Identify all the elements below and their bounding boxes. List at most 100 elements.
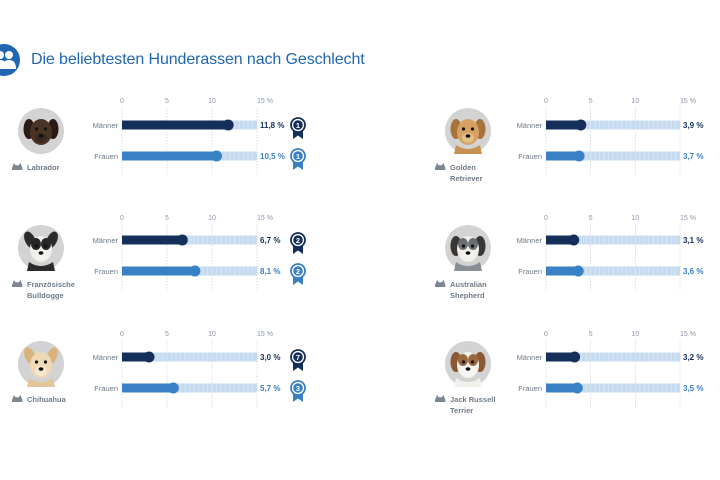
- women-bar: [122, 266, 195, 276]
- tick-label: 5: [589, 331, 593, 338]
- men-bar: [122, 120, 229, 130]
- dog-body: [454, 378, 482, 387]
- men-rank-core: [293, 120, 303, 130]
- men-rank-number: 2: [296, 236, 300, 245]
- dog-nose: [38, 251, 44, 255]
- tick-label: 0: [544, 331, 548, 338]
- breed-label: Chihuahua: [12, 395, 67, 404]
- dog-glyph: [12, 280, 23, 287]
- dog-muzzle: [462, 133, 474, 143]
- women-bar-end: [572, 265, 584, 277]
- men-value: 3,1 %: [683, 236, 703, 245]
- women-bar: [546, 383, 578, 393]
- women-value: 5,7 %: [260, 384, 280, 393]
- tick-label: 15 %: [680, 98, 696, 105]
- tick-label: 10: [208, 215, 216, 222]
- women-label: Frauen: [518, 267, 542, 276]
- tick-label: 10: [631, 215, 639, 222]
- dog-nose: [465, 251, 471, 255]
- men-bar: [546, 352, 575, 362]
- page-title: Die beliebtesten Hunderassen nach Geschl…: [31, 51, 365, 68]
- australian-shepherd-icon: [445, 225, 491, 271]
- dog-muzzle: [35, 366, 47, 376]
- dog-eye: [461, 244, 466, 248]
- men-label: Männer: [517, 121, 543, 130]
- women-value: 3,5 %: [683, 384, 703, 393]
- tick-label: 5: [165, 98, 169, 105]
- women-bar-end: [211, 150, 222, 162]
- tick-label: 5: [165, 331, 169, 338]
- dog-eye: [43, 244, 48, 248]
- men-rank-core: [293, 235, 303, 245]
- men-value: 11,8 %: [260, 121, 284, 130]
- dog-muzzle: [462, 366, 474, 376]
- men-rank-number: 7: [296, 353, 300, 362]
- dog-patch: [458, 238, 468, 250]
- dog-nose: [465, 367, 471, 371]
- tick-label: 10: [208, 98, 216, 105]
- dog-eye: [461, 360, 466, 364]
- women-value: 3,6 %: [683, 267, 703, 276]
- french-bulldog-icon: [18, 225, 64, 271]
- women-bar: [546, 266, 579, 276]
- men-bar-end: [568, 234, 580, 246]
- dog-glyph: [12, 163, 23, 170]
- women-label: Frauen: [94, 152, 118, 161]
- breed-name-line: Australian: [450, 280, 487, 289]
- men-bar: [122, 352, 149, 362]
- men-bar: [546, 120, 581, 130]
- men-label: Männer: [93, 121, 119, 130]
- tick-label: 0: [120, 215, 124, 222]
- women-rank-core: [293, 266, 303, 276]
- tick-label: 15 %: [257, 215, 273, 222]
- dog-body: [27, 378, 55, 387]
- breed-name-line: Jack Russell: [450, 395, 495, 404]
- men-value: 3,2 %: [683, 353, 703, 362]
- dog-eye: [470, 127, 475, 131]
- dog-body: [454, 262, 482, 271]
- men-value: 6,7 %: [260, 236, 280, 245]
- tick-label: 15 %: [680, 215, 696, 222]
- dog-nose: [38, 367, 44, 371]
- dog-patch: [31, 238, 41, 250]
- dog-body: [27, 262, 55, 271]
- women-bar: [122, 383, 174, 393]
- dog-patch: [41, 238, 51, 250]
- men-rank-core: [293, 352, 303, 362]
- tick-label: 10: [208, 331, 216, 338]
- dog-glyph: [12, 395, 23, 402]
- men-label: Männer: [93, 236, 119, 245]
- breed-label: Labrador: [12, 163, 60, 172]
- women-bar: [122, 151, 217, 161]
- dog-glyph: [435, 395, 446, 402]
- dog-nose: [465, 134, 471, 138]
- breed-name-line: Terrier: [450, 406, 473, 415]
- dog-nose: [38, 134, 44, 138]
- men-bar-end: [176, 234, 188, 246]
- breed-name-line: Bulldogge: [27, 291, 64, 300]
- women-label: Frauen: [94, 384, 118, 393]
- men-bar-end: [143, 351, 155, 363]
- dog-muzzle: [462, 250, 474, 260]
- women-rank-number: 2: [296, 267, 300, 276]
- women-value: 3,7 %: [683, 152, 703, 161]
- men-label: Männer: [517, 353, 543, 362]
- men-bar-end: [575, 119, 587, 131]
- men-bar-end: [222, 119, 234, 131]
- women-value: 8,1 %: [260, 267, 280, 276]
- jack-russell-icon: [445, 341, 491, 387]
- breed-name-line: Golden: [450, 163, 476, 172]
- dog-eye: [43, 360, 48, 364]
- tick-label: 10: [631, 98, 639, 105]
